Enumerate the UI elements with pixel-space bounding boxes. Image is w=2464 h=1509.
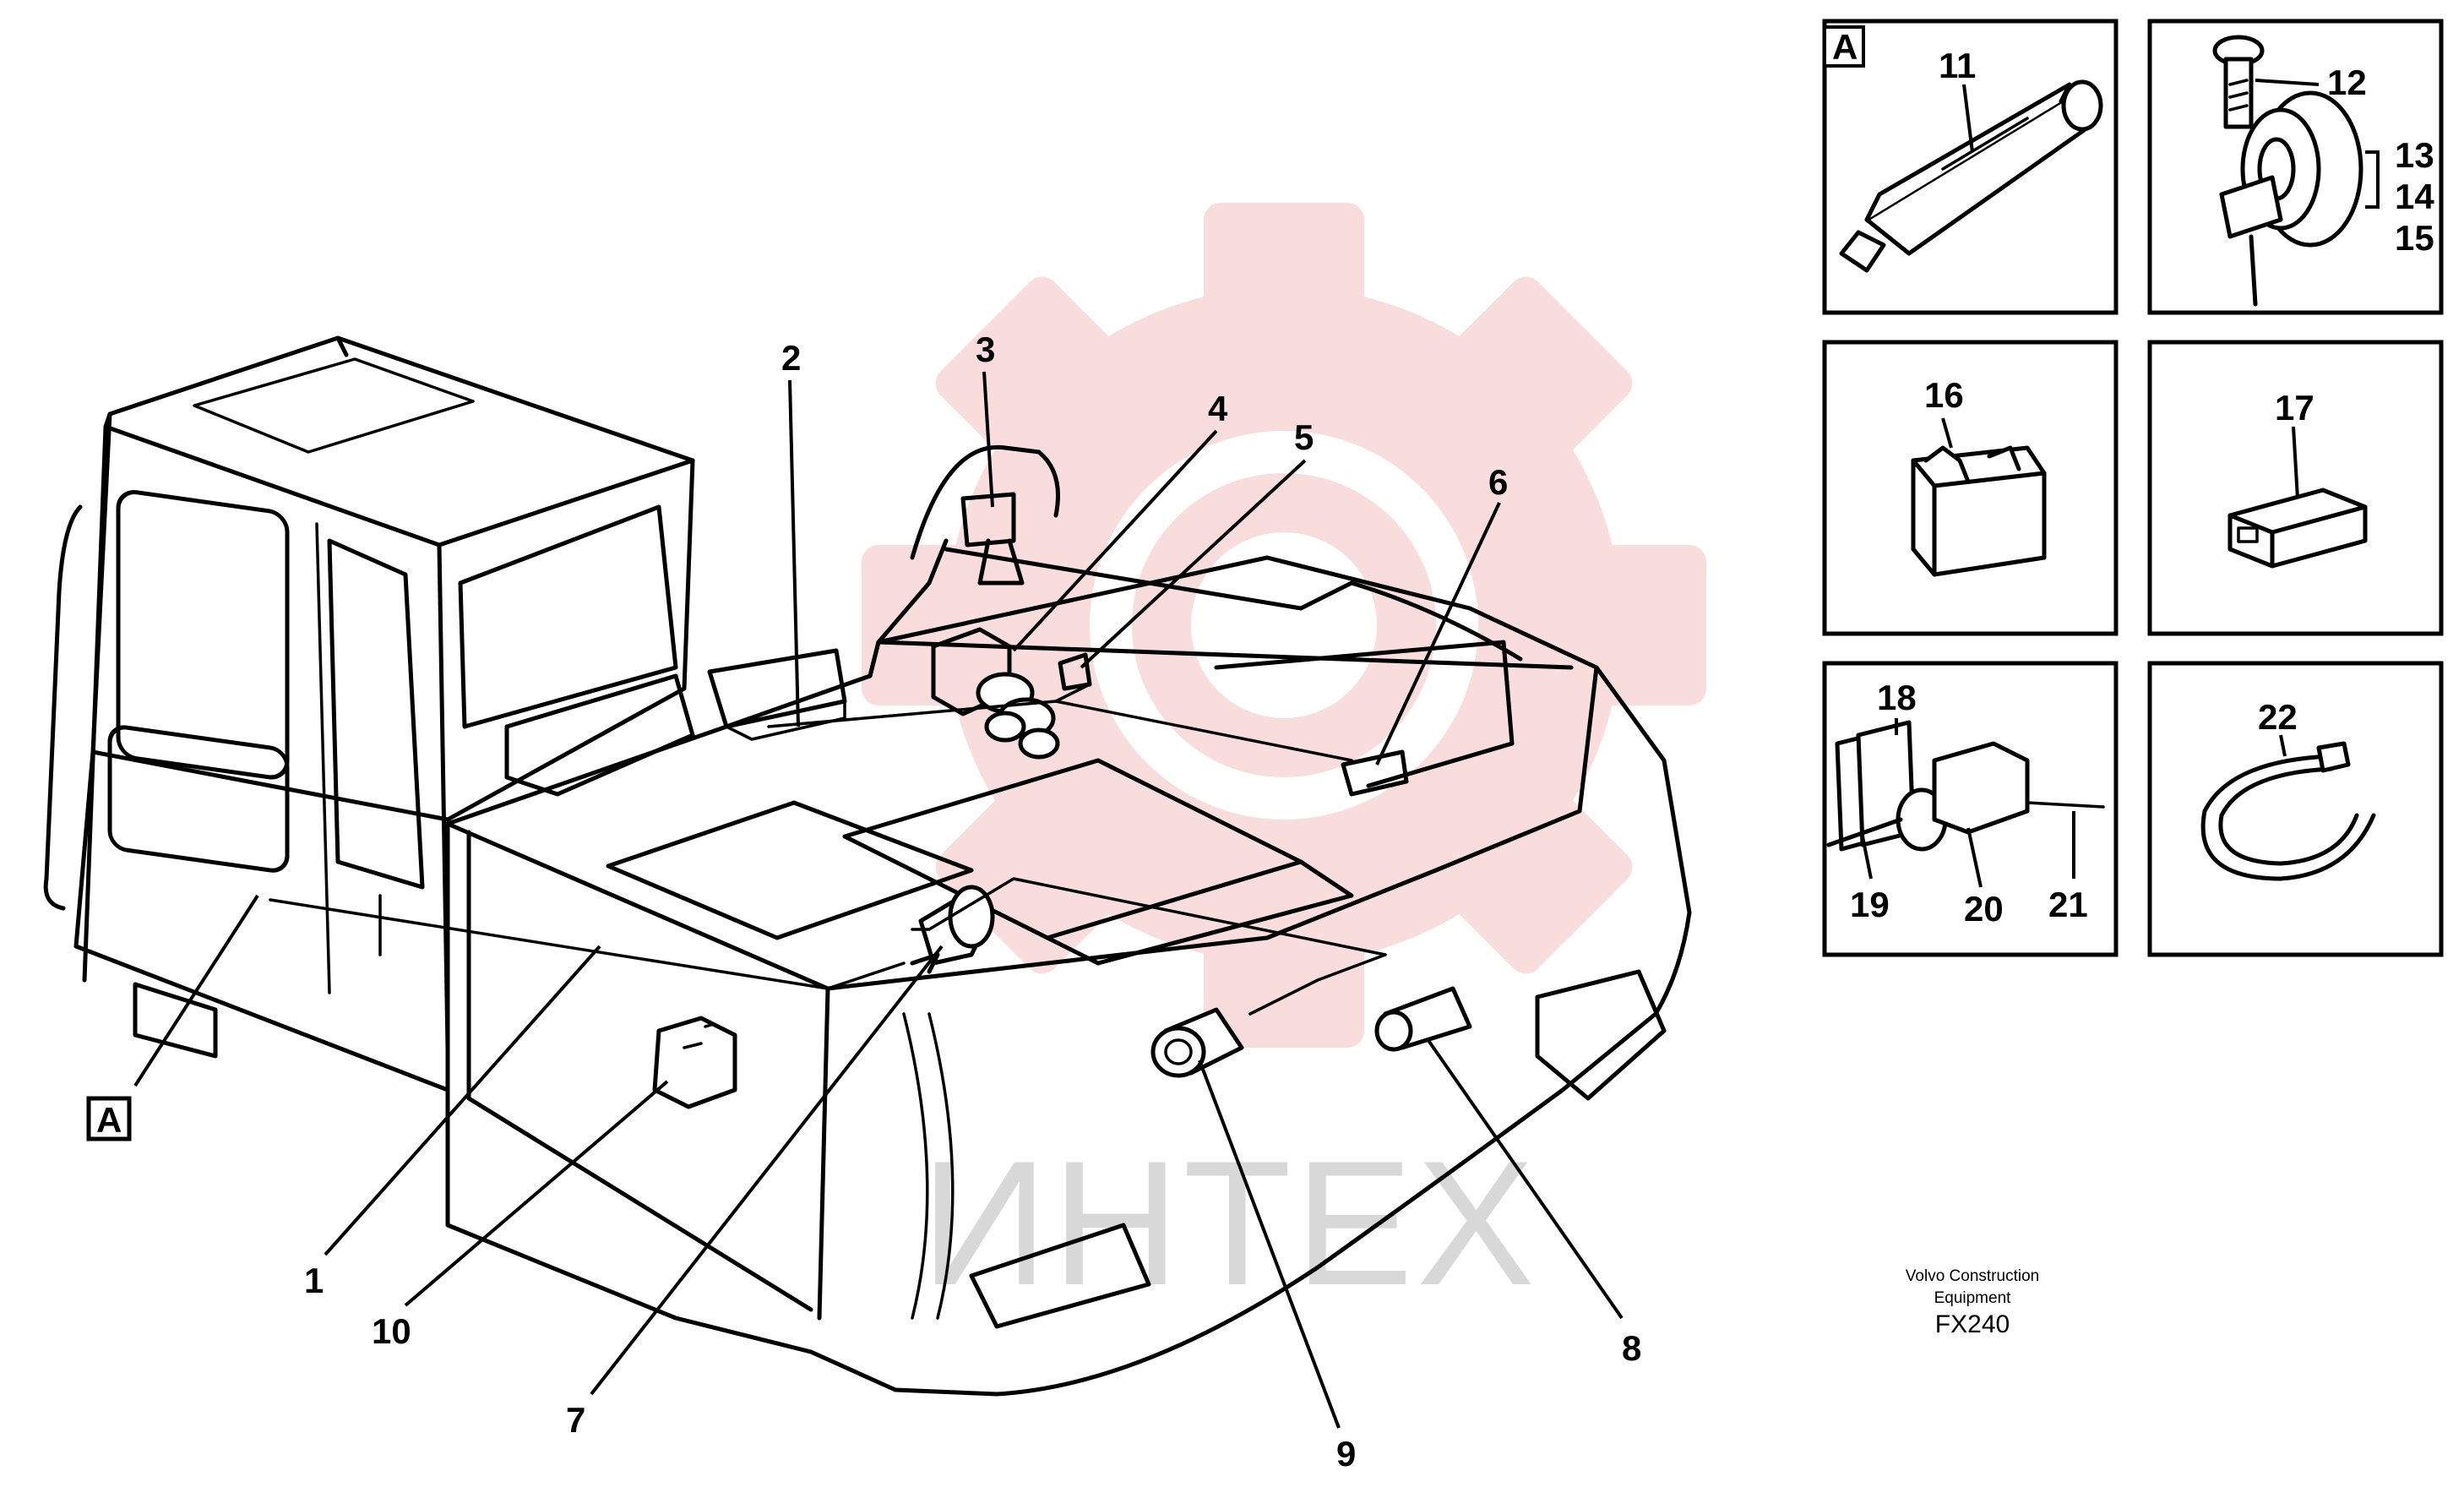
side-panel-edge (445, 821, 830, 1321)
cab-side-window (458, 504, 678, 729)
wiring-harness-2 (378, 877, 1387, 1016)
callout-20: 20 (1964, 889, 2004, 929)
callout-13: 13 (2395, 135, 2434, 175)
upper-structure-outline (445, 555, 1692, 1397)
detail-panel-18-21: 18 19 20 21 (1822, 661, 2119, 957)
deck-top-edge (825, 665, 1599, 991)
callout-17: 17 (2275, 388, 2314, 428)
horn-assembly (976, 672, 1060, 760)
callout-15: 15 (2395, 218, 2434, 258)
cab-top-box (504, 673, 695, 797)
callout-1: 1 (304, 1261, 324, 1300)
callout-16: 16 (1924, 375, 1964, 415)
rear-handle (910, 444, 1060, 560)
figure-code: FX240 (1935, 1310, 2010, 1338)
cable-tie-22 (2200, 741, 2376, 881)
rear-grille-left (969, 1223, 1151, 1329)
callout-5: 5 (1294, 417, 1314, 457)
cab-roof-edge (103, 411, 695, 547)
detail-panel-22: 22 (2147, 661, 2444, 957)
detail-panel-12-15: 12 13 14 15 (2147, 19, 2444, 315)
caption-line-1: Volvo Construction (1906, 1267, 2039, 1285)
cab-handrail (43, 504, 83, 911)
callout-leaders (133, 371, 1624, 1429)
callout-4: 4 (1208, 389, 1228, 428)
wiring-harness-1 (269, 898, 906, 990)
counterweight-top (1214, 640, 1515, 788)
switch-box (652, 1016, 737, 1109)
cylinder-sensor-9 (1150, 1007, 1244, 1078)
watermark-gear (862, 203, 1706, 1048)
fuse-holder-17 (2227, 488, 2368, 569)
callout-14: 14 (2395, 177, 2434, 216)
rear-light-housing (960, 492, 1016, 547)
cab-front-window (116, 490, 290, 780)
callout-19: 19 (1850, 885, 1890, 924)
callout-2: 2 (781, 338, 801, 378)
bolt-12 (2212, 35, 2265, 129)
cab-lower-window (107, 725, 290, 873)
caption: Volvo Construction Equipment FX240 (1906, 1267, 2039, 1338)
svg-text:A: A (96, 1100, 122, 1140)
detail-panel-17: 17 (2147, 340, 2444, 636)
excavator-superstructure (43, 335, 1692, 1397)
callout-9: 9 (1336, 1434, 1356, 1474)
callout-21: 21 (2048, 885, 2088, 924)
detail-marker-a: A (1832, 27, 1858, 67)
view-marker-a: A (86, 1096, 132, 1141)
detail-panel-16: 16 (1822, 340, 2119, 636)
relay-box (707, 648, 847, 729)
caption-line-2: Equipment (1934, 1289, 2012, 1307)
callout-12: 12 (2327, 63, 2367, 102)
cab-outline (90, 335, 695, 822)
rubber-mount-13-15 (2219, 90, 2363, 307)
cab-door-window (327, 538, 425, 890)
roof-hatch (193, 357, 475, 454)
callout-7: 7 (566, 1400, 585, 1440)
connector-assembly-18-21 (1826, 720, 2105, 852)
watermark-text: ИНТЕХ (921, 1124, 1538, 1322)
callout-6: 6 (1488, 462, 1508, 502)
callout-11: 11 (1939, 46, 1976, 85)
cylinder-sensor-8 (1374, 986, 1472, 1052)
rear-grille-right (1535, 969, 1667, 1101)
callout-22: 22 (2258, 697, 2298, 737)
engine-hood (606, 800, 974, 940)
detail-panel-11: A 11 (1822, 19, 2119, 315)
callout-10: 10 (372, 1311, 411, 1351)
callout-8: 8 (1622, 1328, 1641, 1368)
relay-16 (1911, 445, 2047, 577)
lamp-unit-11 (1839, 79, 2103, 273)
callout-18: 18 (1877, 678, 1917, 717)
callout-3: 3 (976, 330, 995, 369)
